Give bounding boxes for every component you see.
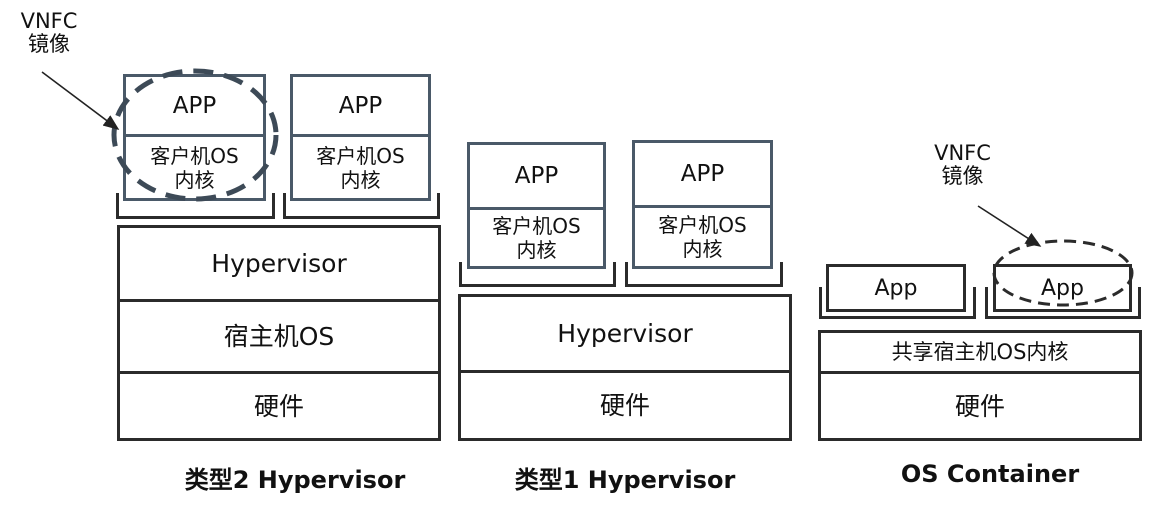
- type1-stack: Hypervisor 硬件: [458, 294, 792, 441]
- type2-hypervisor-layer: Hypervisor: [211, 249, 347, 278]
- container-stack: 共享宿主机OS内核 硬件: [818, 330, 1142, 441]
- vnfc-text: VNFC: [934, 141, 991, 165]
- image-text: 镜像: [28, 32, 70, 57]
- vnfc-arrow-left: [41, 71, 120, 130]
- vnfc-image-dashed-ellipse-right: [992, 239, 1134, 307]
- container-app-1: App: [826, 264, 966, 312]
- container-app-2: App: [993, 264, 1132, 312]
- container-shared-kernel-layer: 共享宿主机OS内核: [891, 339, 1069, 364]
- type1-vm-1-app: APP: [514, 163, 559, 189]
- type2-vm-2-bracket: [283, 193, 440, 219]
- type2-hardware-layer: 硬件: [120, 371, 438, 438]
- vnfc-image-label-right: VNFC 镜像: [925, 141, 1000, 189]
- type1-vm-2-bracket: [625, 262, 783, 287]
- type1-hypervisor-layer: Hypervisor: [557, 319, 693, 348]
- type1-vm-2-app: APP: [680, 161, 725, 187]
- container-app-1-bracket: [819, 287, 976, 319]
- vnfc-text: VNFC: [20, 9, 78, 33]
- type2-vm-2-app: APP: [338, 92, 383, 119]
- container-app-2-bracket: [985, 287, 1141, 319]
- vnfc-image-label-left: VNFC 镜像: [14, 9, 84, 57]
- type1-vm-1-bracket: [459, 262, 616, 287]
- type1-hardware-layer: 硬件: [461, 370, 789, 438]
- type2-vm-1-bracket: [116, 193, 275, 219]
- container-caption: OS Container: [900, 460, 1080, 488]
- type2-vm-1-app: APP: [172, 92, 217, 119]
- type2-caption: 类型2 Hypervisor: [184, 466, 406, 494]
- type1-caption: 类型1 Hypervisor: [514, 466, 736, 494]
- type2-host-os-layer: 宿主机OS: [120, 299, 438, 371]
- vnfc-arrow-right: [977, 205, 1042, 247]
- image-text: 镜像: [941, 164, 984, 189]
- type2-stack: Hypervisor 宿主机OS 硬件: [117, 225, 441, 441]
- vnfc-image-dashed-ellipse-left: [111, 68, 279, 202]
- container-hardware-layer: 硬件: [821, 371, 1139, 438]
